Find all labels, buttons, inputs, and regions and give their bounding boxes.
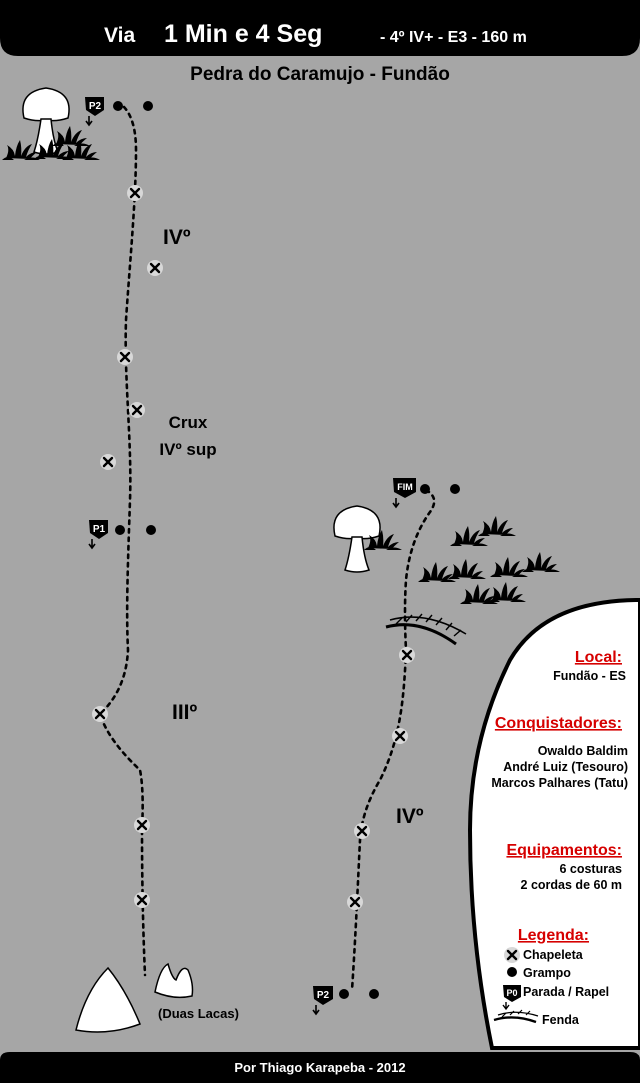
base-label: (Duas Lacas) (158, 1006, 239, 1021)
dot-icon (369, 989, 379, 999)
bolt-icon (125, 183, 145, 203)
dot-icon (450, 484, 460, 494)
title-bar (0, 0, 640, 56)
bolt-icon (90, 704, 110, 724)
equipamentos-heading: Equipamentos: (506, 842, 622, 859)
subtitle: Pedra do Caramujo - Fundão (190, 64, 450, 85)
left-route-line (98, 105, 147, 977)
grass-icon (490, 557, 528, 577)
bolt-icon (397, 645, 417, 665)
anchor-p1: P1 (88, 520, 108, 550)
bolt-icon (145, 258, 165, 278)
conquistador-name: Owaldo Baldim (538, 744, 628, 758)
bolt-icon (132, 815, 152, 835)
title-via: Via (104, 24, 135, 47)
svg-text:P2: P2 (317, 990, 330, 1001)
title-details: - 4º IV+ - E3 - 160 m (380, 29, 527, 46)
bolt-icon (345, 892, 365, 912)
crack-icon (385, 613, 467, 646)
conquistador-name: Marcos Palhares (Tatu) (491, 776, 628, 790)
svg-text:P2: P2 (89, 101, 102, 112)
legenda-heading: Legenda: (518, 927, 589, 944)
svg-text:P0: P0 (506, 988, 517, 998)
grass-icon (52, 126, 90, 146)
bolt-icon (115, 347, 135, 367)
svg-text:P1: P1 (93, 524, 106, 535)
conquistadores-heading: Conquistadores: (495, 715, 622, 732)
footer-credit: Por Thiago Karapeba - 2012 (234, 1060, 405, 1075)
crack-icon (493, 1009, 539, 1024)
grade-label: IVº (396, 805, 424, 828)
flake-shape (75, 966, 141, 1033)
info-panel (467, 597, 640, 1050)
equipment-item: 2 cordas de 60 m (521, 878, 622, 892)
title-route-name: 1 Min e 4 Seg (164, 20, 322, 48)
crux-label: Crux (169, 413, 208, 432)
footer-bar (0, 1052, 640, 1083)
bolt-x-icon (502, 945, 522, 965)
bolt-icon (127, 400, 147, 420)
local-value: Fundão - ES (553, 669, 626, 683)
dot-icon (143, 101, 153, 111)
dot-icon (115, 525, 125, 535)
grade-label: IIIº (172, 701, 198, 724)
legend-label: Chapeleta (523, 948, 584, 962)
grade-label: IVº (163, 226, 191, 249)
legend-label: Grampo (523, 966, 571, 980)
dot-icon (146, 525, 156, 535)
flake-shape (154, 962, 194, 999)
svg-text:FIM: FIM (397, 482, 413, 492)
anchor-tag-icon: P0 (502, 985, 521, 1011)
dot-icon (339, 989, 349, 999)
bolt-icon (98, 452, 118, 472)
anchor-fim: FIM (392, 478, 416, 509)
equipment-item: 6 costuras (559, 862, 622, 876)
dot-icon (507, 967, 517, 977)
anchor-p2-bottom: P2 (312, 986, 333, 1016)
bolt-icon (352, 821, 372, 841)
anchor-p2-top: P2 (85, 97, 104, 127)
dot-icon (113, 101, 123, 111)
legend-label: Parada / Rapel (523, 985, 609, 999)
local-heading: Local: (575, 649, 622, 666)
conquistador-name: André Luiz (Tesouro) (503, 760, 628, 774)
grass-icon (488, 582, 526, 602)
right-route-line (350, 488, 436, 992)
dot-icon (420, 484, 430, 494)
bolt-icon (132, 890, 152, 910)
grass-icon (522, 552, 560, 572)
grass-icon (448, 559, 486, 579)
crux-grade: IVº sup (159, 440, 216, 459)
legend-label: Fenda (542, 1013, 580, 1027)
bolt-icon (390, 726, 410, 746)
grass-icon (478, 516, 516, 536)
